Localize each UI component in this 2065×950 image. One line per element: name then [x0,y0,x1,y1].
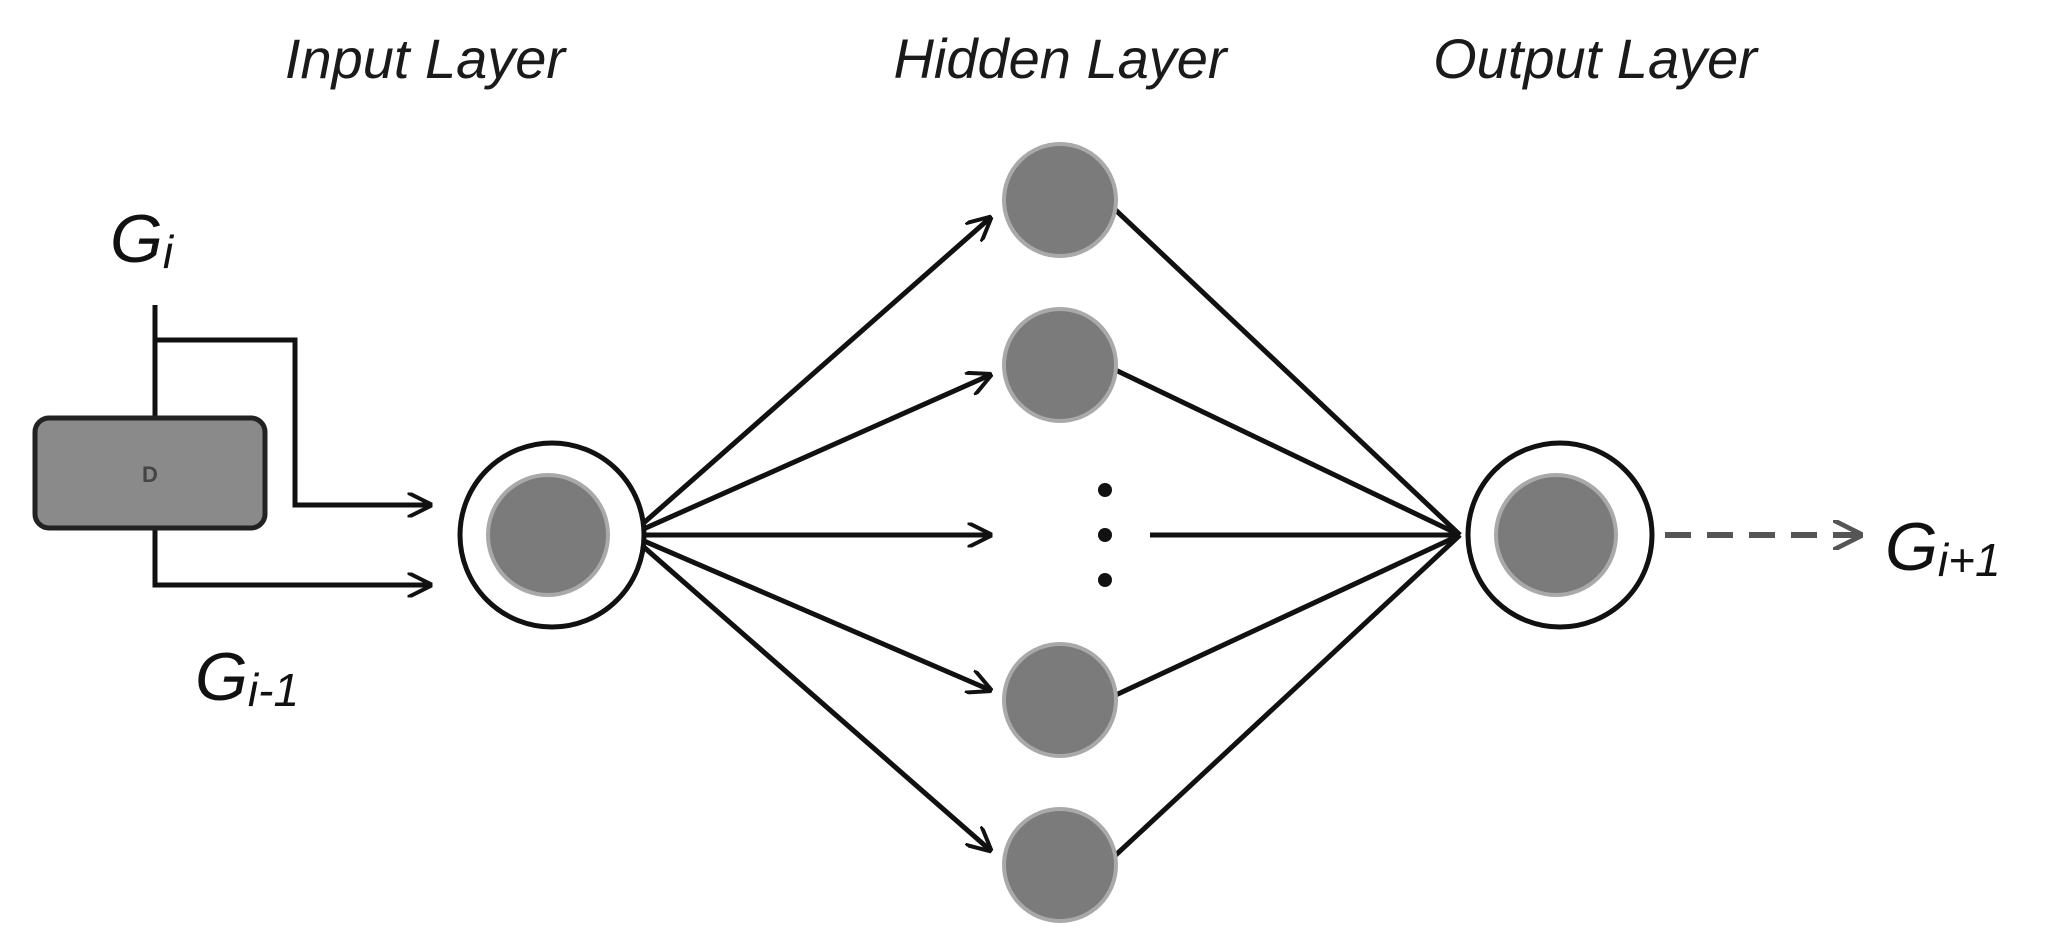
label-g-i: Gi [110,201,175,278]
ellipsis-dot-3 [1098,573,1112,587]
ellipsis-dot-1 [1098,483,1112,497]
connection-in-h5 [628,533,990,850]
input-neuron-core [486,473,610,597]
connection-h1-out [1103,198,1462,537]
delay-block: D [32,415,268,531]
hidden-to-output-connections [1103,198,1462,867]
input-neuron [457,440,647,630]
connection-in-h2 [628,375,990,538]
output-neuron [1465,440,1655,630]
connection-h4-out [1103,532,1462,703]
input-layer-title: Input Layer [285,27,568,90]
hidden-layer-title: Hidden Layer [893,27,1228,90]
connection-in-h1 [628,218,990,537]
input-to-hidden-connections [628,218,990,850]
connection-h5-out [1103,533,1462,867]
output-layer-title: Output Layer [1433,27,1759,90]
hidden-neuron-4 [1002,642,1118,758]
output-neuron-core [1494,473,1618,597]
label-g-i-plus-1: Gi+1 [1885,509,2001,586]
ellipsis-dot-2 [1098,528,1112,542]
connection-h2-out [1103,362,1462,538]
delay-box [32,415,268,531]
delay-label: D [142,462,158,487]
hidden-neurons [1002,142,1118,923]
connection-in-h4 [629,532,990,690]
current-input-wire [155,337,430,505]
label-g-i-minus-1: Gi-1 [195,639,299,716]
hidden-neuron-5 [1002,807,1118,923]
hidden-neuron-1 [1002,142,1118,258]
hidden-neuron-2 [1002,307,1118,423]
